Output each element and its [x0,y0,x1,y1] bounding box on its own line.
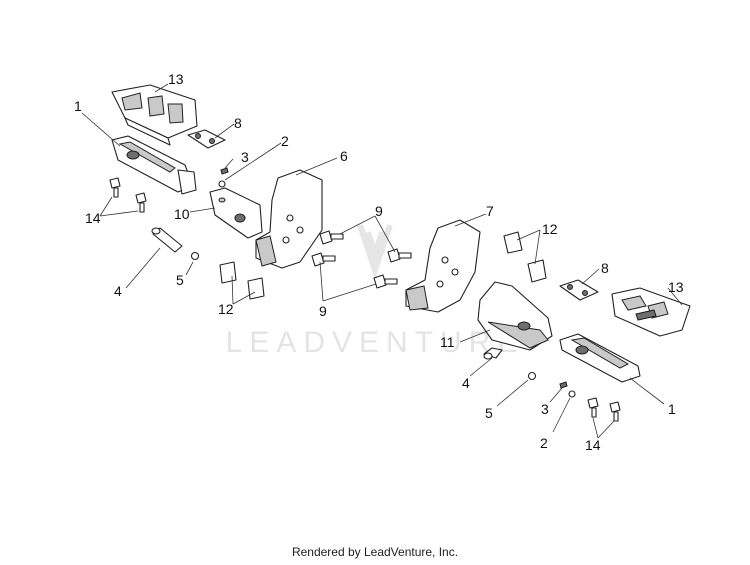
callout-1-1: 1 [74,98,82,114]
callout-1-2: 2 [281,133,289,149]
callout-1-5: 5 [176,272,184,288]
callout-2-11: 11 [440,334,455,350]
callout-1-9b: 9 [319,303,327,319]
spring-right [559,381,568,389]
footpeg-body-left [111,135,197,195]
callout-2-12: 12 [542,221,558,237]
bolts-left [109,177,147,213]
spring-left [220,167,229,175]
pin-right [483,347,503,360]
callout-2-1: 1 [668,401,676,417]
callout-1-14: 14 [85,210,101,226]
callout-2-4: 4 [462,375,470,391]
mount-plate-left [255,169,323,269]
footpeg-rubber-right [611,287,691,337]
footpeg-body-right [559,333,641,383]
pin-left [151,227,183,253]
clip-left [190,251,200,261]
bracket-right [477,281,553,351]
ball-left [218,180,226,188]
callout-2-5: 5 [485,405,493,421]
blocks-right [503,231,547,283]
callout-2-13: 13 [668,279,684,295]
callout-labels: 13 1 8 2 3 6 14 10 9 7 12 4 5 12 9 8 13 … [74,71,684,453]
clip-right [527,371,537,381]
leader-lines [81,83,683,439]
callout-1-6: 6 [340,148,348,164]
callout-1-12: 12 [218,301,234,317]
callout-2-14: 14 [585,437,601,453]
callout-2-2: 2 [540,435,548,451]
callout-1-8: 8 [234,115,242,131]
callout-1-4: 4 [114,283,122,299]
callout-2-7: 7 [486,203,494,219]
callout-1-10: 10 [174,206,190,222]
footpeg-rubber-left [111,84,198,146]
plate-left [187,129,226,149]
ball-right [568,390,576,398]
callout-1-13: 13 [168,71,184,87]
callout-2-3: 3 [541,401,549,417]
bolts-nine-left [311,230,412,289]
callout-1-3: 3 [241,149,249,165]
leadventure-watermark: LEADVENTURE [226,224,525,359]
plate-right [559,279,599,301]
bolts-right [587,397,621,422]
blocks-left [219,261,265,300]
callout-1-9: 9 [375,203,383,219]
mount-plate-right [405,219,481,313]
rendered-by-footer: Rendered by LeadVenture, Inc. [291,545,459,559]
bracket-left [209,187,263,239]
callout-2-8: 8 [601,260,609,276]
watermark-text: LEADVENTURE [226,326,525,359]
